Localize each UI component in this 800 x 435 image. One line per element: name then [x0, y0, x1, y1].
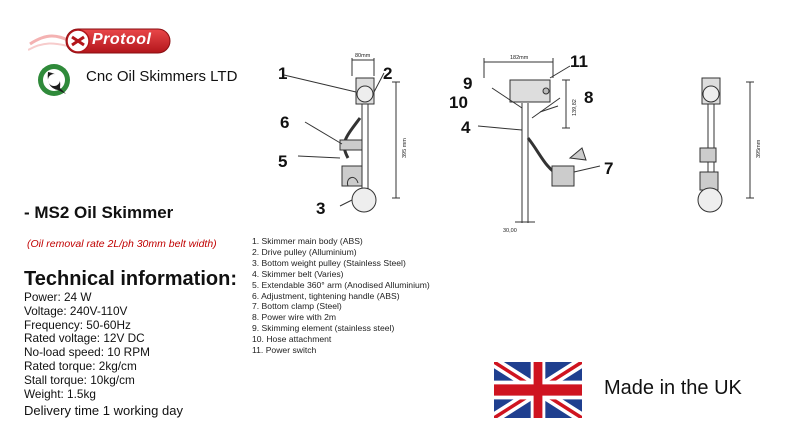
- side-view: [477, 58, 601, 223]
- protool-logo-icon: [27, 28, 171, 54]
- spec-item: Rated voltage: 12V DC: [24, 331, 145, 346]
- dim-height-left: 395 mm: [402, 138, 408, 158]
- part-item: 9. Skimming element (stainless steel): [252, 323, 395, 334]
- part-item: 4. Skimmer belt (Varies): [252, 268, 344, 279]
- part-item: 7. Bottom clamp (Steel): [252, 301, 342, 312]
- product-subtitle: (Oil removal rate 2L/ph 30mm belt width): [27, 238, 217, 250]
- part-item: 10. Hose attachment: [252, 334, 332, 345]
- technical-drawing: 1 2 3 4 5 6 7 8 9 10 11 80mm 395 mm 182m…: [270, 48, 790, 238]
- company-name: Cnc Oil Skimmers LTD: [86, 68, 238, 85]
- callout-9: 9: [463, 74, 472, 93]
- dim-top-width: 80mm: [355, 53, 371, 59]
- callout-4: 4: [461, 118, 471, 137]
- callout-8: 8: [584, 88, 593, 107]
- product-title: - MS2 Oil Skimmer: [24, 203, 174, 222]
- spec-item: Weight: 1.5kg: [24, 386, 96, 401]
- part-item: 1. Skimmer main body (ABS): [252, 236, 363, 246]
- part-item: 6. Adjustment, tightening handle (ABS): [252, 290, 400, 301]
- part-item: 8. Power wire with 2m: [252, 312, 337, 323]
- spec-item: No-load speed: 10 RPM: [24, 345, 150, 360]
- company-logo-icon: [36, 62, 72, 98]
- callout-10: 10: [449, 93, 468, 112]
- front-view: [283, 58, 400, 213]
- protool-logo: Protool: [27, 26, 173, 56]
- spec-item: Stall torque: 10kg/cm: [24, 372, 135, 387]
- part-item: 11. Power switch: [252, 345, 317, 356]
- callout-2: 2: [383, 64, 392, 83]
- union-jack-flag-icon: [494, 362, 582, 418]
- callout-11: 11: [570, 52, 588, 71]
- protool-wordmark: Protool: [92, 31, 152, 48]
- callout-5: 5: [278, 152, 287, 171]
- dim-bottom: 30,00: [503, 228, 517, 234]
- part-item: 3. Bottom weight pulley (Stainless Steel…: [252, 257, 406, 268]
- callout-7: 7: [604, 159, 613, 178]
- technical-heading: Technical information:: [24, 268, 237, 290]
- dim-height-right: 395mm: [756, 139, 762, 158]
- parts-list: 1. Skimmer main body (ABS) 2. Drive pull…: [252, 236, 430, 356]
- skimmer-diagram: 1 2 3 4 5 6 7 8 9 10 11 80mm 395 mm 182m…: [278, 52, 762, 234]
- dim-width-center: 182mm: [510, 55, 529, 61]
- rear-view: [697, 77, 754, 213]
- spec-item: Voltage: 240V-110V: [24, 303, 128, 318]
- made-in-uk-text: Made in the UK: [604, 377, 742, 399]
- spec-list: Power: 24 W Voltage: 240V-110V Frequency…: [24, 290, 150, 401]
- spec-item: Rated torque: 2kg/cm: [24, 358, 137, 373]
- spec-item: Power: 24 W: [24, 290, 92, 304]
- callout-6: 6: [280, 113, 289, 132]
- part-item: 2. Drive pulley (Alluminium): [252, 246, 357, 257]
- callout-3: 3: [316, 199, 325, 218]
- spec-item: Frequency: 50-60Hz: [24, 317, 131, 332]
- dim-height-center: 139,82: [572, 99, 578, 116]
- callout-1: 1: [278, 64, 287, 83]
- part-item: 5. Extendable 360° arm (Anodised Allumin…: [252, 279, 430, 290]
- delivery-text: Delivery time 1 working day: [24, 403, 183, 418]
